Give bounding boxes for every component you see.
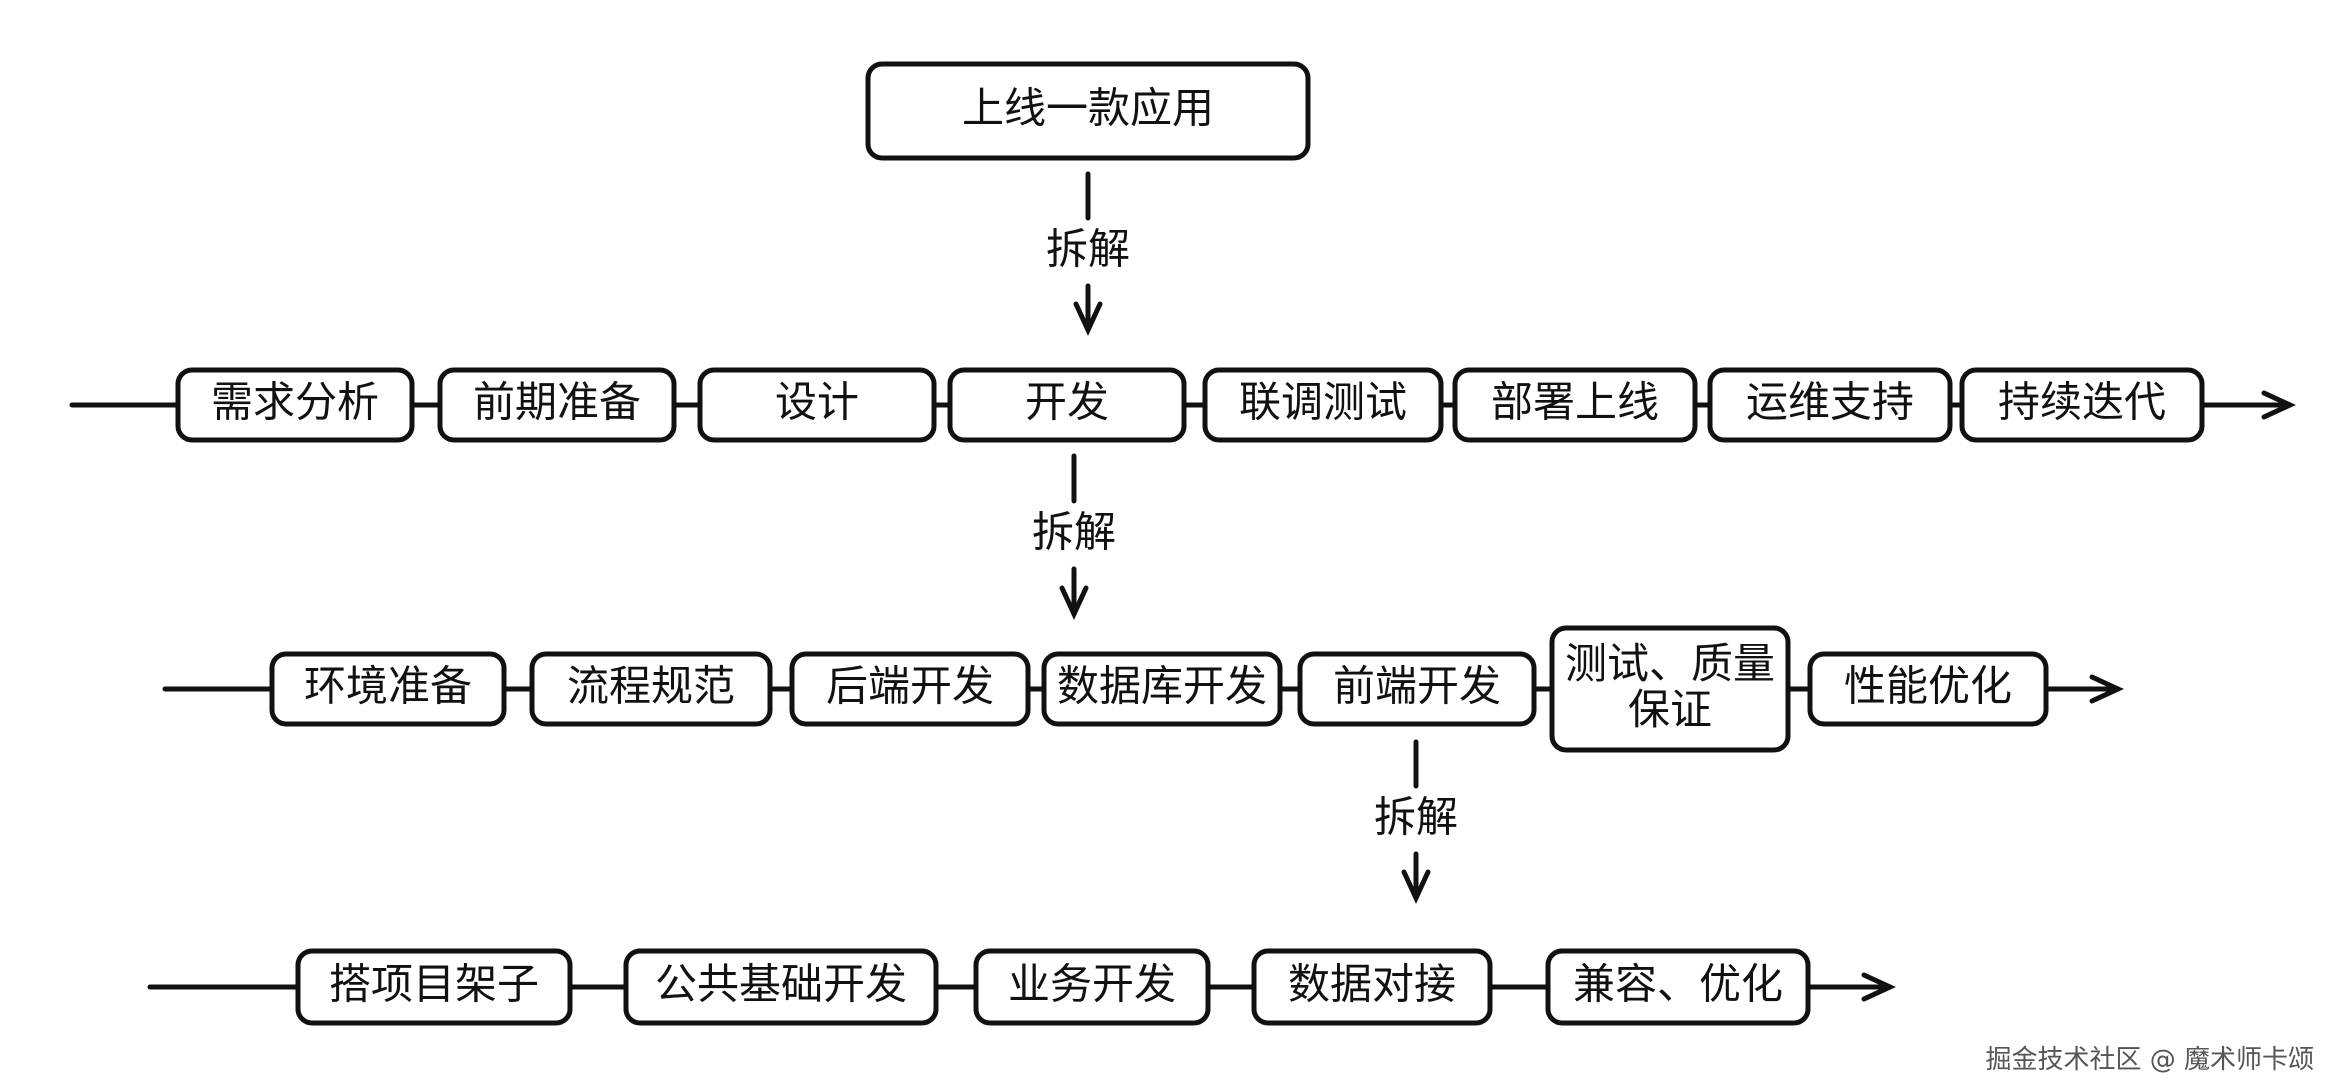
timeline-1-arrowhead-icon	[2261, 390, 2296, 420]
dev-step-5: 前端开发	[1297, 651, 1537, 727]
phase-6: 部署上线	[1452, 367, 1698, 443]
dev-step-3-label: 后端开发	[826, 662, 994, 711]
decompose-arrow-2-arrowhead-icon	[1059, 585, 1089, 620]
dev-step-1-label: 环境准备	[304, 662, 472, 711]
phase-6-label: 部署上线	[1491, 378, 1659, 427]
phase-1-label: 需求分析	[211, 378, 379, 427]
frontend-step-5: 兼容、优化	[1545, 948, 1811, 1026]
phase-5-label: 联调测试	[1239, 378, 1407, 427]
root-node-label: 上线一款应用	[962, 84, 1214, 133]
dev-step-1: 环境准备	[269, 651, 507, 727]
phase-3-label: 设计	[775, 378, 859, 427]
frontend-step-3-label: 业务开发	[1008, 960, 1176, 1009]
dev-step-7-label: 性能优化	[1844, 662, 2012, 711]
dev-step-4: 数据库开发	[1041, 651, 1283, 727]
root-node: 上线一款应用	[865, 61, 1311, 161]
phase-3: 设计	[697, 367, 937, 443]
phase-8: 持续迭代	[1959, 367, 2205, 443]
timeline-2-arrowhead-icon	[2089, 674, 2124, 704]
dev-step-2: 流程规范	[529, 651, 773, 727]
dev-step-6-label: 测试、质量保证	[1565, 639, 1775, 734]
dev-step-4-label: 数据库开发	[1057, 662, 1267, 711]
frontend-step-3: 业务开发	[973, 948, 1211, 1026]
phase-1: 需求分析	[175, 367, 415, 443]
frontend-step-2-label: 公共基础开发	[655, 960, 907, 1009]
frontend-step-2: 公共基础开发	[623, 948, 939, 1026]
dev-step-3: 后端开发	[789, 651, 1031, 727]
phase-7: 运维支持	[1707, 367, 1953, 443]
decompose-arrow-1-arrowhead-icon	[1073, 301, 1103, 336]
phase-2: 前期准备	[437, 367, 677, 443]
phase-4-label: 开发	[1025, 378, 1109, 427]
decompose-arrow-3-arrowhead-icon	[1401, 869, 1431, 904]
decompose-arrow-1-label: 拆解	[1046, 225, 1130, 274]
dev-step-2-label: 流程规范	[567, 662, 735, 711]
dev-step-7: 性能优化	[1807, 651, 2049, 727]
frontend-step-1-label: 搭项目架子	[329, 960, 539, 1009]
phase-5: 联调测试	[1202, 367, 1444, 443]
phase-7-label: 运维支持	[1746, 378, 1914, 427]
decompose-arrow-3-label: 拆解	[1374, 793, 1458, 842]
timeline-3-arrowhead-icon	[1861, 972, 1896, 1002]
frontend-step-1: 搭项目架子	[295, 948, 573, 1026]
frontend-step-5-label: 兼容、优化	[1573, 960, 1783, 1009]
dev-step-5-label: 前端开发	[1333, 662, 1501, 711]
frontend-step-4: 数据对接	[1251, 948, 1493, 1026]
phase-4: 开发	[947, 367, 1187, 443]
phase-2-label: 前期准备	[473, 378, 641, 427]
watermark: 掘金技术社区 @ 魔术师卡颂	[1985, 1045, 2314, 1075]
dev-step-6: 测试、质量保证	[1549, 625, 1791, 753]
frontend-step-4-label: 数据对接	[1288, 960, 1456, 1009]
decompose-arrow-2-label: 拆解	[1032, 508, 1116, 557]
phase-8-label: 持续迭代	[1998, 378, 2166, 427]
